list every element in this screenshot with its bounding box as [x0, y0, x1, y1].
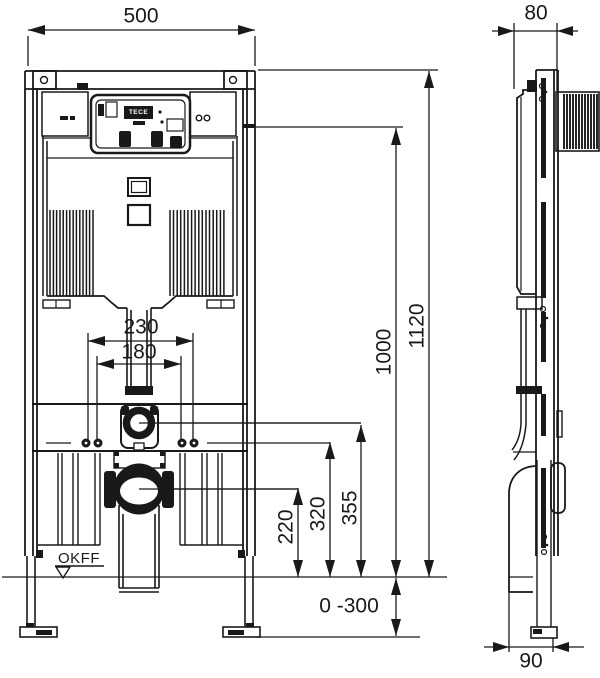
fixing-bolts [81, 438, 199, 448]
dim-label-0-300: 0 -300 [319, 594, 379, 618]
control-box [89, 93, 192, 155]
dim-label-355: 355 [338, 490, 362, 526]
dim-label-220: 220 [274, 509, 298, 545]
floor-level-marker [54, 565, 104, 580]
corrugated-pipe [555, 91, 600, 152]
pipe-coupling [125, 386, 153, 395]
drain-profile [508, 465, 538, 593]
dim-label-90: 90 [519, 649, 543, 673]
flush-bend [120, 404, 361, 451]
dim-label-80: 80 [524, 1, 548, 25]
frame-legs [19, 550, 261, 638]
drain-bend [104, 450, 298, 515]
top-tab [77, 83, 88, 90]
dim-label-1000: 1000 [372, 328, 396, 376]
dimension-arrows [28, 25, 573, 652]
supply-hole-icon [195, 114, 203, 122]
supply-hole-icon [203, 114, 211, 122]
dim-label-180: 180 [121, 340, 157, 364]
dim-label-320: 320 [306, 496, 330, 532]
front-view [19, 70, 361, 638]
cistern-side [516, 89, 536, 295]
dim-label-230: 230 [123, 315, 159, 339]
cistern-ribs-left [49, 210, 94, 296]
dim-label-500: 500 [123, 4, 159, 28]
floor-level-label: OKFF [58, 550, 100, 567]
cistern-ribs-right [169, 210, 225, 296]
dim-label-1120: 1120 [405, 303, 429, 349]
brand-label: TECE [124, 106, 153, 119]
side-view [508, 69, 600, 639]
